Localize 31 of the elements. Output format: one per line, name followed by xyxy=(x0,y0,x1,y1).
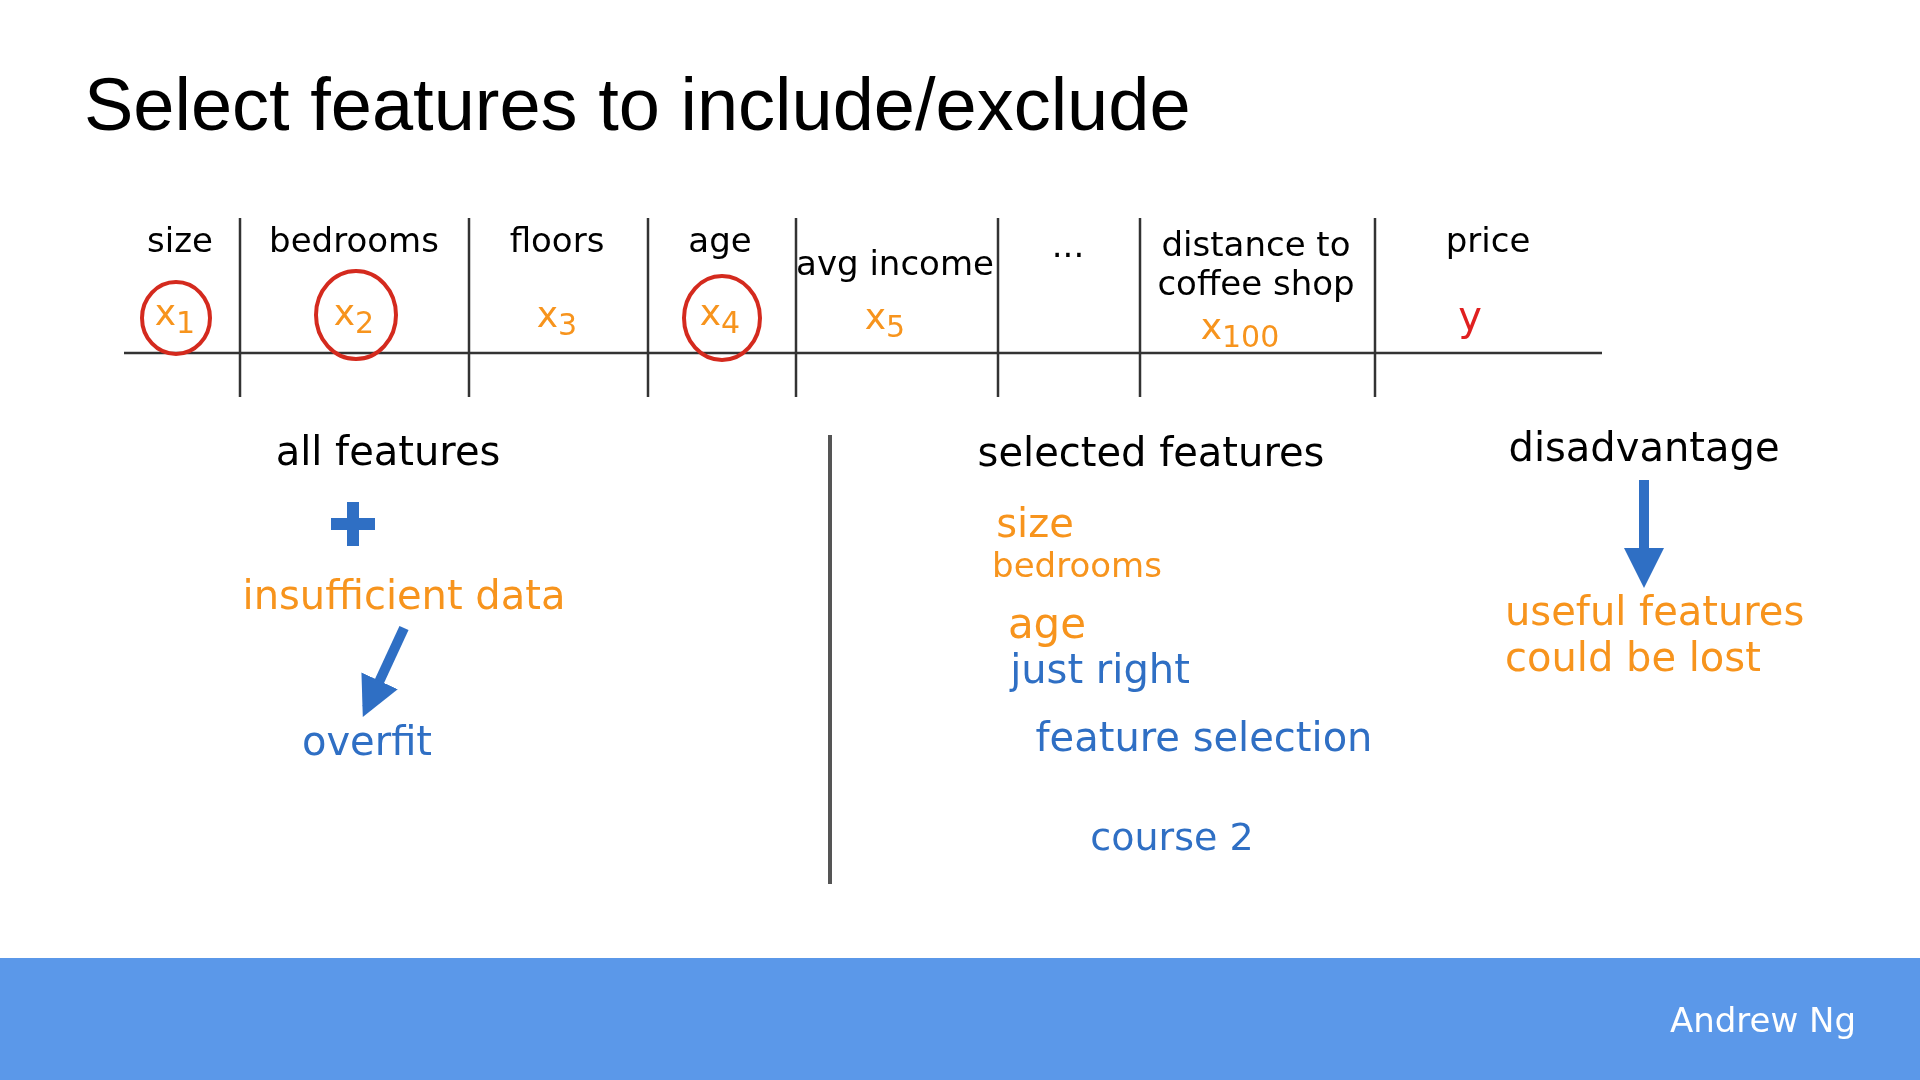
handwritten-text: feature selection xyxy=(1035,714,1373,760)
node-text: useful features could be lost xyxy=(1505,588,1835,680)
arrow xyxy=(361,625,409,718)
arrow xyxy=(1624,480,1664,588)
variable-symbol: x$_{100}$ xyxy=(1200,305,1280,355)
column-header: size xyxy=(147,221,213,261)
column-header: floors xyxy=(509,221,605,261)
slide-title: Select features to include/exclude xyxy=(84,62,1191,147)
variable-symbol: y xyxy=(1458,293,1482,339)
column-header: price xyxy=(1445,221,1531,261)
variable-symbol: x$_{3}$ xyxy=(536,293,578,343)
variable-symbol: x$_{4}$ xyxy=(699,291,741,341)
column-header: ... xyxy=(1051,226,1085,266)
node-text: disadvantage xyxy=(1508,424,1780,470)
handwritten-text: age xyxy=(1007,599,1087,649)
column-header: age xyxy=(688,221,752,261)
variable-symbol: x$_{2}$ xyxy=(333,291,375,341)
handwritten-text: course 2 xyxy=(1090,816,1254,860)
handwritten-text: size xyxy=(996,500,1074,546)
variable-symbol: x$_{5}$ xyxy=(864,295,906,345)
column-header: distance to coffee shop xyxy=(1156,224,1356,304)
handwritten-text: bedrooms xyxy=(992,546,1162,586)
node-text: all features xyxy=(275,428,501,474)
section-heading: selected features xyxy=(977,429,1325,475)
node-text: insufficient data xyxy=(242,572,566,618)
column-header: avg income xyxy=(795,244,995,284)
handwritten-text: overfit xyxy=(301,718,433,764)
handwritten-text: just right xyxy=(1010,646,1190,692)
column-header: bedrooms xyxy=(269,221,439,261)
variable-symbol: x$_{1}$ xyxy=(154,291,196,341)
author-name: Andrew Ng xyxy=(1669,1001,1857,1041)
